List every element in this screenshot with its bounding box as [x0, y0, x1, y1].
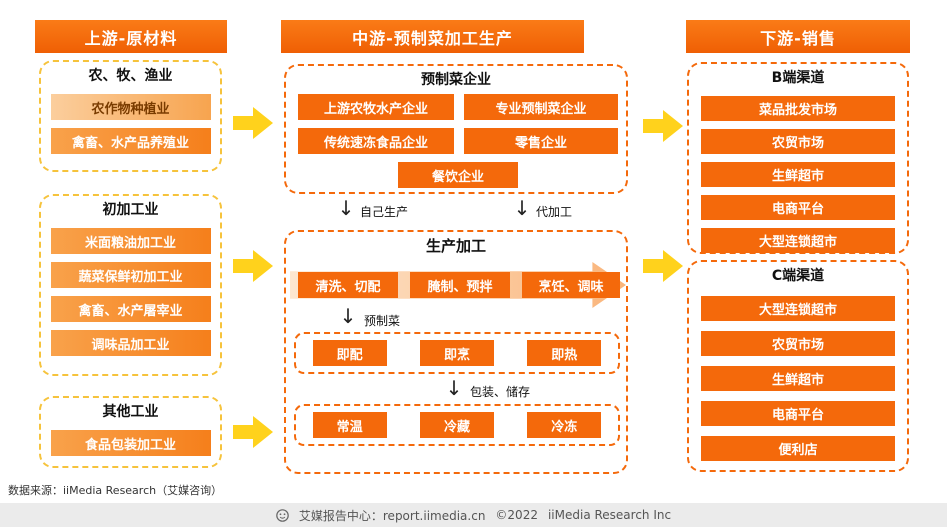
data-source-note: 数据来源：iiMedia Research（艾媒咨询） — [8, 484, 223, 497]
enterprises-group: 预制菜企业 上游农牧水产企业 专业预制菜企业 传统速冻食品企业 零售企业 餐饮企… — [284, 64, 628, 194]
channel-item: 电商平台 — [701, 401, 895, 426]
group-title: 初加工业 — [102, 202, 159, 218]
down-arrow-icon: ↓ — [339, 304, 357, 328]
upstream-item: 农作物种植业 — [50, 94, 211, 120]
premade-type-item: 即烹 — [419, 340, 494, 366]
footer-bar: 艾媒报告中心：report.iimedia.cn ©2022 iiMedia R… — [0, 503, 947, 527]
upstream-group-other-industry: 其他工业 食品包装加工业 — [39, 396, 222, 468]
flow-arrow-icon — [233, 250, 273, 282]
footer-company: iiMedia Research Inc — [547, 508, 672, 522]
flow-arrow-icon — [643, 250, 683, 282]
storage-item: 冷藏 — [419, 412, 494, 438]
premade-type-item: 即热 — [527, 340, 602, 366]
process-step: 腌制、预拌 — [410, 272, 510, 298]
channel-item: 农贸市场 — [701, 129, 895, 154]
group-title: B端渠道 — [771, 70, 825, 86]
premade-type-item: 即配 — [312, 340, 387, 366]
iimedia-logo-icon — [276, 508, 289, 522]
upstream-group-primary-processing: 初加工业 米面粮油加工业 蔬菜保鲜初加工业 禽畜、水产屠宰业 调味品加工业 — [39, 194, 222, 376]
production-group: 生产加工 清洗、切配 腌制、预拌 烹饪、调味 ↓ 预制菜 即配 即烹 即热 ↓ … — [284, 230, 628, 474]
channel-item: 大型连锁超市 — [701, 296, 895, 321]
footer-report-center: 艾媒报告中心：report.iimedia.cn — [298, 508, 486, 523]
channel-item: 大型连锁超市 — [701, 228, 895, 253]
enterprise-item: 上游农牧水产企业 — [298, 94, 454, 120]
flow-label-self-production: 自己生产 — [360, 205, 409, 219]
channel-item: 生鲜超市 — [701, 366, 895, 391]
process-step: 清洗、切配 — [298, 272, 398, 298]
upstream-header: 上游-原材料 — [35, 20, 227, 53]
premade-types-group: 即配 即烹 即热 — [294, 332, 620, 374]
upstream-item: 禽畜、水产屠宰业 — [50, 296, 211, 322]
midstream-header: 中游-预制菜加工生产 — [281, 20, 584, 53]
downstream-header: 下游-销售 — [686, 20, 910, 53]
enterprise-item: 专业预制菜企业 — [464, 94, 618, 120]
group-title: C端渠道 — [771, 268, 825, 284]
group-title: 预制菜企业 — [421, 72, 491, 88]
flow-arrow-icon — [643, 110, 683, 142]
storage-item: 冷冻 — [527, 412, 602, 438]
flow-label-premade: 预制菜 — [364, 314, 401, 328]
footer-copyright: ©2022 — [495, 508, 538, 522]
down-arrow-icon: ↓ — [337, 196, 355, 220]
upstream-item: 禽畜、水产品养殖业 — [50, 128, 211, 154]
upstream-item: 调味品加工业 — [50, 330, 211, 356]
upstream-item: 食品包装加工业 — [50, 430, 211, 456]
storage-group: 常温 冷藏 冷冻 — [294, 404, 620, 446]
group-title: 农、牧、渔业 — [88, 68, 173, 84]
group-title: 其他工业 — [102, 404, 159, 420]
channel-item: 农贸市场 — [701, 331, 895, 356]
b-channel-group: B端渠道 菜品批发市场 农贸市场 生鲜超市 电商平台 大型连锁超市 — [687, 62, 909, 254]
flow-label-oem: 代加工 — [536, 205, 573, 219]
upstream-group-agriculture: 农、牧、渔业 农作物种植业 禽畜、水产品养殖业 — [39, 60, 222, 172]
enterprise-item: 传统速冻食品企业 — [298, 128, 454, 154]
flow-arrow-icon — [233, 416, 273, 448]
flow-arrow-icon — [233, 107, 273, 139]
storage-item: 常温 — [312, 412, 387, 438]
upstream-item: 蔬菜保鲜初加工业 — [50, 262, 211, 288]
flow-label-packaging: 包装、储存 — [470, 385, 531, 399]
upstream-item: 米面粮油加工业 — [50, 228, 211, 254]
enterprise-item: 零售企业 — [464, 128, 618, 154]
enterprise-item: 餐饮企业 — [398, 162, 518, 188]
channel-item: 生鲜超市 — [701, 162, 895, 187]
group-title: 生产加工 — [425, 237, 486, 255]
c-channel-group: C端渠道 大型连锁超市 农贸市场 生鲜超市 电商平台 便利店 — [687, 260, 909, 472]
down-arrow-icon: ↓ — [445, 376, 463, 400]
channel-item: 便利店 — [701, 436, 895, 461]
channel-item: 菜品批发市场 — [701, 96, 895, 121]
channel-item: 电商平台 — [701, 195, 895, 220]
down-arrow-icon: ↓ — [513, 196, 531, 220]
process-step: 烹饪、调味 — [522, 272, 620, 298]
